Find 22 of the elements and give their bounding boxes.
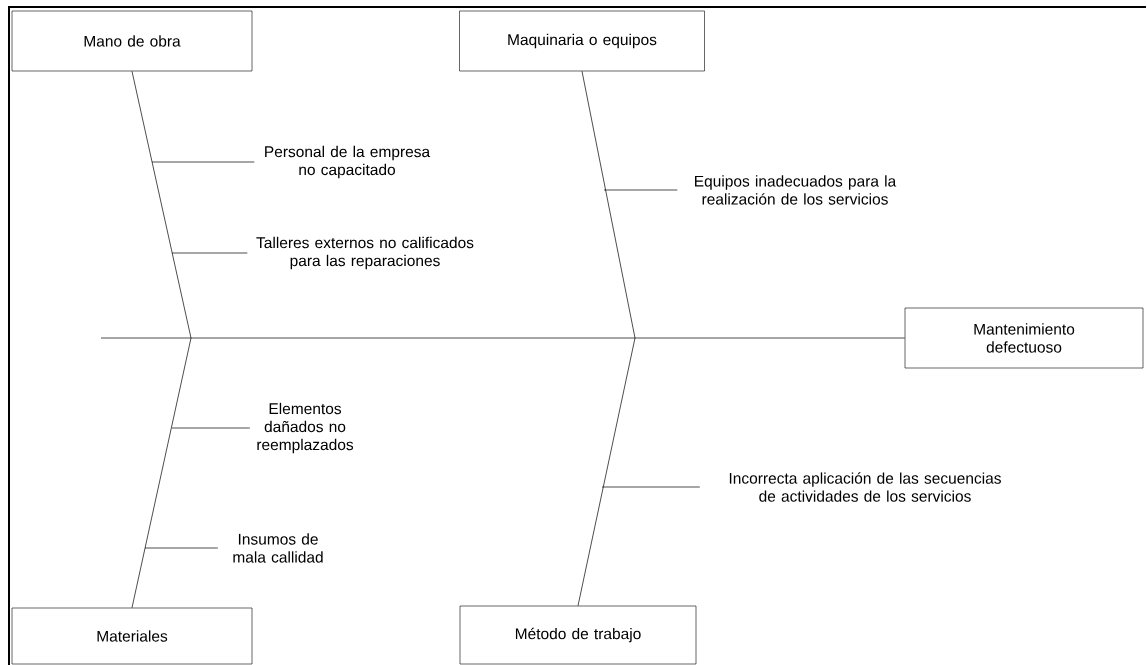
cause-text: Talleres externos no calificados para las reparaciones [256,236,474,270]
leader-line [151,161,255,163]
category-box: Mano de obra [11,10,253,72]
leader-line [144,547,219,549]
branch-line [131,70,192,339]
leader-line [171,252,248,254]
category-box: Método de trabajo [459,605,697,665]
branch-line [581,70,636,339]
branch-line [577,337,636,607]
cause-text: Elementos dañados no reemplazados [257,402,354,454]
cause-text: Personal de la empresa no capacitado [265,145,431,179]
branch-line [131,337,192,609]
cause-text: Insumos de mala callidad [233,533,323,563]
leader-line [603,189,678,191]
cause-text: Equipos inadecuados para la realización de los servicios [695,175,897,205]
cause-text: Incorrecta aplicación de las secuencias de actividades de los servicios [729,472,1001,502]
spine-line [100,337,906,339]
category-box: Materiales [11,607,253,665]
effect-box: Mantenimiento defectuoso [904,307,1144,369]
category-box: Maquinaria o equipos [459,10,705,72]
leader-line [601,486,701,488]
leader-line [171,427,251,429]
